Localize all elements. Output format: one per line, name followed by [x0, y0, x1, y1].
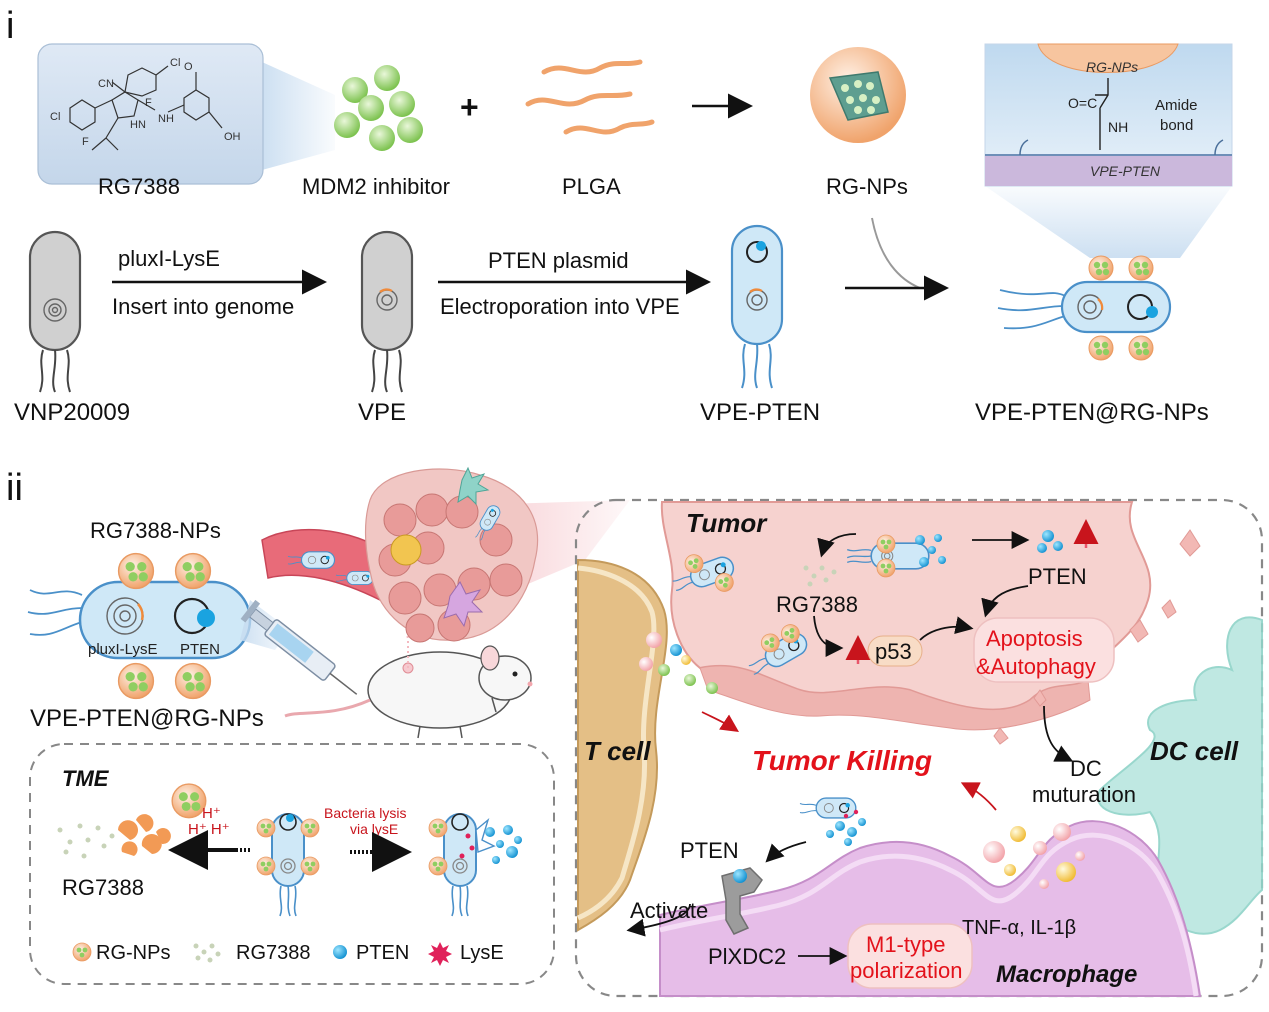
panel-label-ii: ii [6, 467, 23, 509]
label-activate: Activate [630, 898, 708, 923]
label-dccell: DC cell [1150, 736, 1239, 766]
label-m1-type: M1-type [866, 932, 945, 957]
cytokine-balls-tcell [639, 632, 718, 694]
bacterium-vpe-pten-icon [730, 224, 784, 389]
legend-pten-icon [333, 945, 347, 959]
legend-rgnps-icon [72, 942, 92, 962]
legend-lyse-icon [428, 942, 452, 966]
label-rgnps: RG-NPs [826, 174, 908, 199]
label-lysis2: via lysE [350, 821, 398, 837]
label-tumor-killing: Tumor Killing [752, 745, 932, 776]
label-tnf: TNF-α, IL-1β [962, 917, 1076, 939]
label-vpe-pten-rgnps: VPE-PTEN@RG-NPs [975, 399, 1209, 426]
inset-vpepten-label: VPE-PTEN [1090, 163, 1161, 179]
step1-label-top: pluxI-LysE [118, 246, 220, 271]
bacterium-tumor-top-icon [846, 534, 946, 578]
chem-label-oh: OH [224, 131, 241, 143]
legend-pten: PTEN [356, 942, 409, 964]
plga-polymer-icon [525, 59, 655, 135]
m1-badge [847, 923, 973, 989]
inset-bond-label: bond [1160, 117, 1193, 134]
step2-label-top: PTEN plasmid [488, 248, 629, 273]
label-mdm2: MDM2 inhibitor [302, 174, 450, 199]
label-muturation: muturation [1032, 782, 1136, 807]
label-plxdc2: PlXDC2 [708, 944, 786, 969]
mdm2-inhibitor-particles-icon [334, 65, 423, 151]
label-pten-macrophage: PTEN [680, 838, 739, 863]
label-tcell: T cell [584, 736, 651, 766]
cytokine-balls-macrophage [983, 823, 1085, 889]
chem-label-cl1: Cl [50, 111, 60, 123]
plus-sign: + [460, 89, 479, 125]
bacterium-killing-icon [799, 797, 866, 846]
legend-rgnps: RG-NPs [96, 942, 170, 964]
label-lysis1: Bacteria lysis [324, 805, 406, 821]
bacterium-vpe-icon [360, 230, 414, 393]
chem-label-f2: F [145, 97, 152, 109]
chem-label-f1: F [82, 136, 89, 148]
tumor-mass-icon [364, 466, 539, 643]
bacterium-large-icon [27, 580, 252, 819]
label-rg7388-tumor: RG7388 [776, 592, 858, 617]
label-h2: H⁺ H⁺ [188, 821, 230, 838]
chem-label-cl2: Cl [170, 57, 180, 69]
label-rg7388: RG7388 [98, 174, 180, 199]
rg7388-structure-box: Cl Cl F F CN O OH NH HN [37, 43, 335, 185]
curve-rgnps-join [871, 217, 921, 289]
chem-label-cn: CN [98, 78, 114, 90]
label-pten-tumor: PTEN [1028, 564, 1087, 589]
chemical-structure-icon [69, 65, 223, 151]
label-plux-inside: pluxI-LysE [88, 641, 157, 658]
legend: RG-NPs RG7388 PTEN LysE [72, 942, 504, 966]
bacterium-vpe-pten-rgnps-icon [997, 255, 1172, 361]
label-tme: TME [62, 766, 110, 791]
bacterium-tme-icon [256, 813, 320, 917]
label-polarization: polarization [850, 958, 963, 983]
label-macrophage: Macrophage [996, 961, 1137, 988]
label-rg7388-nps: RG7388-NPs [90, 518, 221, 543]
label-pten-inside: PTEN [180, 641, 220, 658]
legend-rg7388: RG7388 [236, 942, 311, 964]
label-apoptosis: Apoptosis [986, 626, 1083, 651]
label-vpe: VPE [358, 399, 406, 426]
label-vpe-pten-rgnps-ii: VPE-PTEN@RG-NPs [30, 705, 264, 732]
label-tme-rg7388: RG7388 [62, 875, 144, 900]
inset-chem-nh: NH [1108, 119, 1128, 135]
label-plga: PLGA [562, 174, 621, 199]
step1-label-bottom: Insert into genome [112, 294, 294, 319]
apoptosis-badge [973, 617, 1115, 683]
inset-chem-oc: O=C [1068, 95, 1097, 111]
inset-rgnps-label: RG-NPs [1086, 59, 1138, 75]
label-p53: p53 [875, 639, 912, 664]
label-tumor: Tumor [686, 508, 768, 538]
rgnp-icon [810, 47, 906, 143]
p53-badge [867, 635, 923, 667]
chem-label-hn: HN [130, 119, 146, 131]
rg7388-dots [803, 565, 837, 587]
bacterium-lysed-icon [428, 813, 522, 917]
label-h1: H⁺ [202, 805, 221, 822]
amide-bond-inset [984, 43, 1233, 258]
step2-label-bottom: Electroporation into VPE [440, 294, 680, 319]
inset-amide-label: Amide [1155, 97, 1198, 114]
legend-rg7388-icon [193, 943, 221, 963]
released-drug-icon [57, 814, 171, 859]
tme-box [29, 743, 555, 985]
chem-label-o: O [184, 61, 193, 73]
bacterium-vnp20009-icon [28, 230, 82, 393]
panel-label-i: i [6, 5, 14, 47]
legend-lyse: LysE [460, 942, 504, 964]
label-autophagy: &Autophagy [976, 654, 1096, 679]
pten-cluster-icon [1037, 530, 1063, 553]
label-vnp20009: VNP20009 [14, 399, 130, 426]
label-vpe-pten: VPE-PTEN [700, 399, 820, 426]
syringe-icon [240, 599, 358, 695]
label-dc: DC [1070, 756, 1102, 781]
chem-label-nh: NH [158, 113, 174, 125]
